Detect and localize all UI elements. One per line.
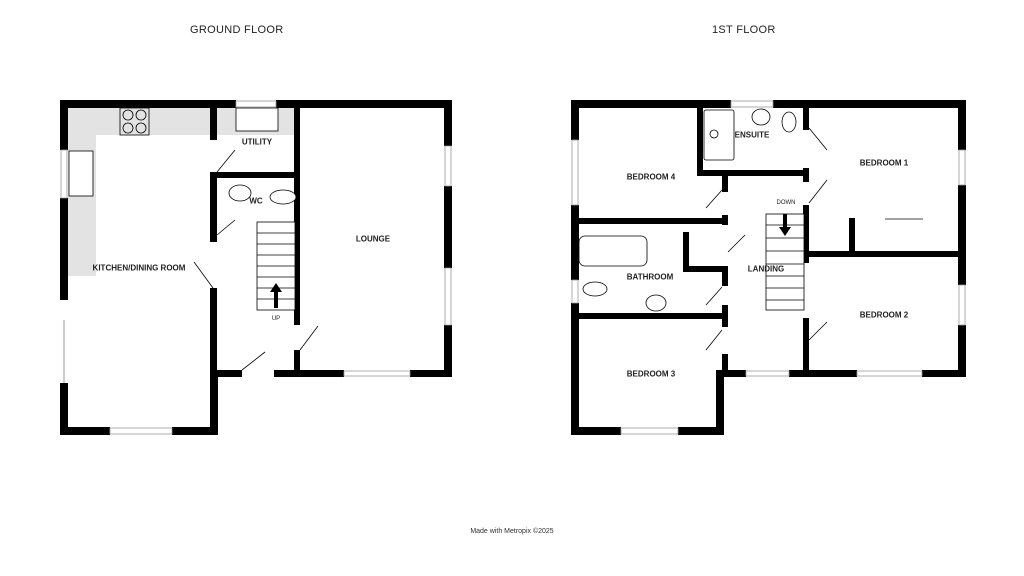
sink-icon [68,107,279,197]
room-label: WC [249,196,263,206]
room-label: BEDROOM 3 [626,369,676,379]
ground-floor-plan [60,100,452,435]
footer-credit: Made with Metropix ©2025 [470,528,554,535]
ground-floor-title: GROUND FLOOR [190,24,284,36]
room-label: KITCHEN/DINING ROOM [92,263,186,273]
arrow-up-icon [270,283,282,308]
room-label: LOUNGE [355,234,391,244]
stairs-down-label: DOWN [776,200,796,206]
arrow-down-icon [779,214,791,236]
room-label: BEDROOM 1 [859,158,909,168]
room-label: BEDROOM 2 [859,310,909,320]
room-label: UTILITY [241,137,273,147]
room-label: ENSUITE [734,130,770,140]
first-floor-title: 1ST FLOOR [712,24,776,36]
stairs-down [765,213,805,311]
room-label: BEDROOM 4 [626,172,676,182]
stairs-up-label: UP [271,316,281,322]
room-label: BATHROOM [626,272,674,282]
first-floor-plan [571,100,966,435]
room-label: LANDING [747,264,785,274]
